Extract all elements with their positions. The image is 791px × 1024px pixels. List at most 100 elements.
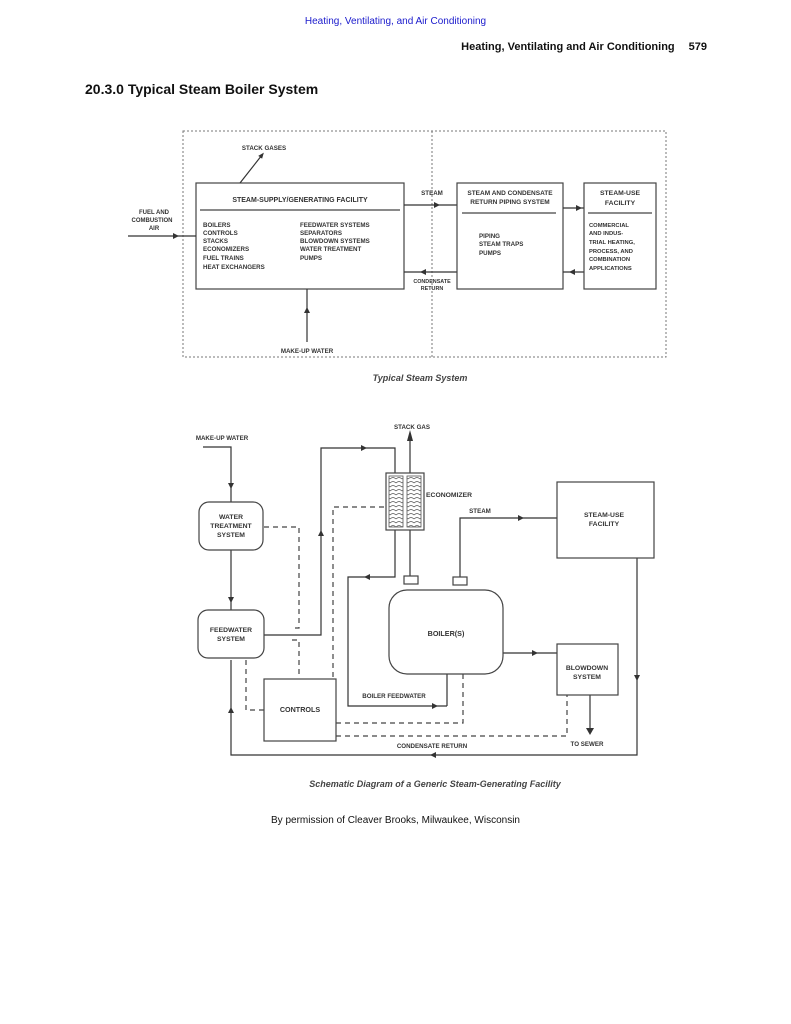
stack-gas-label: STACK GAS bbox=[394, 424, 430, 431]
piping-items: PIPING STEAM TRAPS PUMPS bbox=[479, 233, 523, 257]
svg-text:SYSTEM: SYSTEM bbox=[217, 532, 245, 539]
permission-note: By permission of Cleaver Brooks, Milwauk… bbox=[271, 815, 520, 826]
steam-label: STEAM bbox=[469, 508, 491, 515]
control-line-feedwater bbox=[292, 639, 300, 678]
boiler-nozzle-left bbox=[403, 575, 419, 585]
svg-text:SYSTEM: SYSTEM bbox=[217, 636, 245, 643]
feedwater-system-box bbox=[197, 609, 265, 659]
svg-text:CONDENSATE: CONDENSATE bbox=[413, 279, 451, 285]
boiler-feedwater-line bbox=[347, 530, 447, 707]
piping-to-use-arrowhead bbox=[576, 205, 582, 211]
makeup-water-label: MAKE-UP WATER bbox=[281, 348, 334, 355]
figure2-caption: Schematic Diagram of a Generic Steam-Gen… bbox=[309, 779, 561, 789]
economizer bbox=[385, 472, 425, 531]
boiler-nozzle-right bbox=[452, 576, 468, 586]
svg-text:PIPING: PIPING bbox=[479, 233, 500, 240]
svg-text:AIR: AIR bbox=[149, 226, 160, 232]
running-title: Heating, Ventilating and Air Conditionin… bbox=[461, 41, 675, 53]
water-treatment-label: WATER TREATMENT SYSTEM bbox=[210, 514, 252, 539]
fuel-air-label: FUEL AND COMBUSTION AIR bbox=[132, 210, 173, 232]
svg-text:BOILERS: BOILERS bbox=[203, 222, 231, 229]
blowdown-label-2: SYSTEM bbox=[573, 674, 601, 681]
svg-text:RETURN: RETURN bbox=[421, 286, 444, 292]
blowdown-system-box bbox=[556, 643, 619, 696]
header-link[interactable]: Heating, Ventilating, and Air Conditioni… bbox=[304, 16, 487, 27]
water-treatment-box bbox=[198, 501, 264, 551]
condensate-return-arrowhead bbox=[420, 269, 426, 275]
supply-col2: FEEDWATER SYSTEMS SEPARATORS BLOWDOWN SY… bbox=[300, 222, 370, 262]
stack-gases-label: STACK GASES bbox=[242, 145, 286, 152]
steam-arrowhead bbox=[434, 202, 440, 208]
boiler-feedwater-label: BOILER FEEDWATER bbox=[362, 693, 426, 700]
control-line-treatment bbox=[264, 526, 300, 629]
svg-text:AND INDUS-: AND INDUS- bbox=[589, 231, 623, 237]
stack-gases-arrow bbox=[239, 152, 264, 184]
steam-use-label-2: FACILITY bbox=[589, 521, 620, 528]
boiler-label: BOILER(S) bbox=[428, 629, 465, 638]
page-number: 579 bbox=[688, 41, 707, 53]
svg-text:SEPARATORS: SEPARATORS bbox=[300, 230, 342, 237]
svg-text:FEEDWATER: FEEDWATER bbox=[210, 627, 252, 634]
controls-label: CONTROLS bbox=[280, 705, 321, 714]
svg-text:BLOWDOWN SYSTEMS: BLOWDOWN SYSTEMS bbox=[300, 238, 370, 245]
control-line-economizer bbox=[332, 506, 384, 678]
svg-text:FUEL TRAINS: FUEL TRAINS bbox=[203, 255, 244, 262]
svg-text:FEEDWATER SYSTEMS: FEEDWATER SYSTEMS bbox=[300, 222, 370, 229]
svg-text:HEAT EXCHANGERS: HEAT EXCHANGERS bbox=[203, 264, 265, 271]
steam-use-items: COMMERCIAL AND INDUS- TRIAL HEATING, PRO… bbox=[589, 223, 635, 272]
svg-text:COMMERCIAL: COMMERCIAL bbox=[589, 223, 629, 229]
svg-text:COMBUSTION: COMBUSTION bbox=[132, 218, 173, 224]
piping-title-1: STEAM AND CONDENSATE bbox=[467, 190, 553, 197]
economizer-label: ECONOMIZER bbox=[426, 492, 472, 499]
figure1-caption: Typical Steam System bbox=[372, 373, 468, 383]
steam-generating-facility-diagram: WATER TREATMENT SYSTEM FEEDWATER SYSTEM … bbox=[196, 424, 655, 758]
svg-text:PUMPS: PUMPS bbox=[479, 250, 501, 257]
steam-use-title-2: FACILITY bbox=[605, 200, 636, 207]
to-sewer-label: TO SEWER bbox=[571, 741, 604, 748]
svg-text:FUEL AND: FUEL AND bbox=[139, 210, 170, 216]
boiler-box bbox=[388, 589, 504, 675]
steam-use-label-1: STEAM-USE bbox=[584, 512, 624, 519]
feedwater-label: FEEDWATER SYSTEM bbox=[210, 627, 252, 643]
section-title: 20.3.0 Typical Steam Boiler System bbox=[85, 81, 319, 97]
steam-label: STEAM bbox=[421, 190, 443, 197]
condensate-return-label: CONDENSATE RETURN bbox=[397, 743, 468, 750]
svg-text:PROCESS, AND: PROCESS, AND bbox=[589, 249, 633, 255]
svg-text:WATER: WATER bbox=[219, 514, 243, 521]
system-boundary bbox=[182, 130, 667, 358]
arrowheads bbox=[228, 430, 640, 758]
svg-text:ECONOMIZERS: ECONOMIZERS bbox=[203, 246, 249, 253]
control-line-feedwater-left bbox=[245, 660, 264, 711]
supply-facility-title: STEAM-SUPPLY/GENERATING FACILITY bbox=[232, 197, 368, 204]
steam-use-facility-box bbox=[556, 481, 655, 559]
makeup-water-label: MAKE-UP WATER bbox=[196, 435, 249, 442]
steam-use-box bbox=[583, 182, 657, 290]
steam-use-title-1: STEAM-USE bbox=[600, 190, 640, 197]
makeup-water-arrowhead bbox=[304, 307, 310, 313]
typical-steam-system-diagram: STEAM-SUPPLY/GENERATING FACILITY BOILERS… bbox=[128, 130, 667, 358]
svg-text:COMBINATION: COMBINATION bbox=[589, 257, 630, 263]
control-line-boiler bbox=[336, 673, 464, 724]
use-to-piping-arrowhead bbox=[569, 269, 575, 275]
svg-text:TREATMENT: TREATMENT bbox=[210, 523, 252, 530]
svg-text:TRIAL HEATING,: TRIAL HEATING, bbox=[589, 240, 635, 246]
svg-text:STACKS: STACKS bbox=[203, 238, 228, 245]
control-line-blowdown bbox=[336, 695, 568, 737]
fuel-air-arrowhead bbox=[173, 233, 179, 239]
supply-facility-box bbox=[195, 182, 405, 290]
supply-col1: BOILERS CONTROLS STACKS ECONOMIZERS FUEL… bbox=[203, 222, 265, 271]
running-head: Heating, Ventilating and Air Conditionin… bbox=[461, 41, 707, 53]
blowdown-label-1: BLOWDOWN bbox=[566, 665, 608, 672]
piping-title-2: RETURN PIPING SYSTEM bbox=[470, 199, 549, 206]
svg-text:APPLICATIONS: APPLICATIONS bbox=[589, 266, 632, 272]
makeup-water-line bbox=[203, 446, 232, 502]
svg-text:CONTROLS: CONTROLS bbox=[203, 230, 238, 237]
svg-text:STEAM TRAPS: STEAM TRAPS bbox=[479, 241, 523, 248]
svg-text:WATER TREATMENT: WATER TREATMENT bbox=[300, 246, 362, 253]
feedwater-to-economizer-line bbox=[264, 447, 396, 636]
piping-system-box bbox=[456, 182, 564, 290]
condensate-return-label: CONDENSATE RETURN bbox=[413, 279, 451, 292]
steam-line bbox=[459, 517, 557, 578]
controls-box bbox=[263, 678, 337, 742]
svg-text:PUMPS: PUMPS bbox=[300, 255, 322, 262]
